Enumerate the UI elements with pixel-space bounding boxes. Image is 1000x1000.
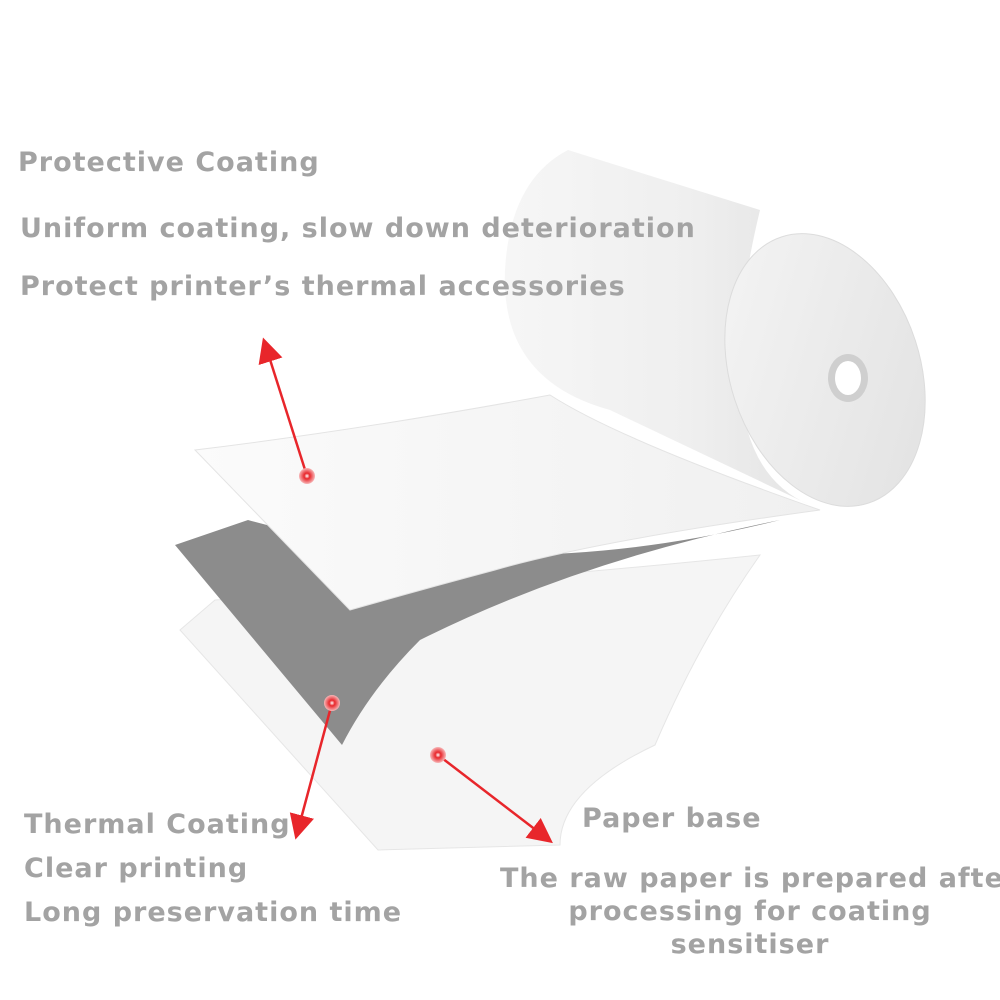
protective-coating-line-2: Protect printer’s thermal accessories bbox=[20, 271, 626, 302]
marker-dot-thermal bbox=[324, 695, 340, 711]
paper-base-line-3: sensitiser bbox=[670, 929, 830, 960]
marker-dot-base bbox=[430, 747, 446, 763]
protective-coating-layer bbox=[193, 394, 821, 611]
protective-coating-line-1: Uniform coating, slow down deterioration bbox=[20, 213, 696, 244]
arrow-protective bbox=[258, 337, 309, 477]
paper-base-line-1: The raw paper is prepared after bbox=[500, 863, 1000, 894]
arrow-thermal bbox=[289, 702, 334, 840]
thermal-coating-title: Thermal Coating bbox=[24, 809, 291, 840]
protective-coating-title: Protective Coating bbox=[18, 147, 320, 178]
thermal-coating-line-2: Long preservation time bbox=[24, 897, 403, 928]
paper-roll bbox=[504, 150, 926, 507]
paper-base-title: Paper base bbox=[582, 803, 762, 834]
thermal-coating-line-1: Clear printing bbox=[24, 853, 249, 884]
paper-base-line-2: processing for coating bbox=[568, 896, 932, 927]
arrow-base bbox=[437, 754, 553, 844]
paper-base-description: The raw paper is prepared after processi… bbox=[500, 862, 1000, 961]
marker-dot-protective bbox=[299, 468, 315, 484]
